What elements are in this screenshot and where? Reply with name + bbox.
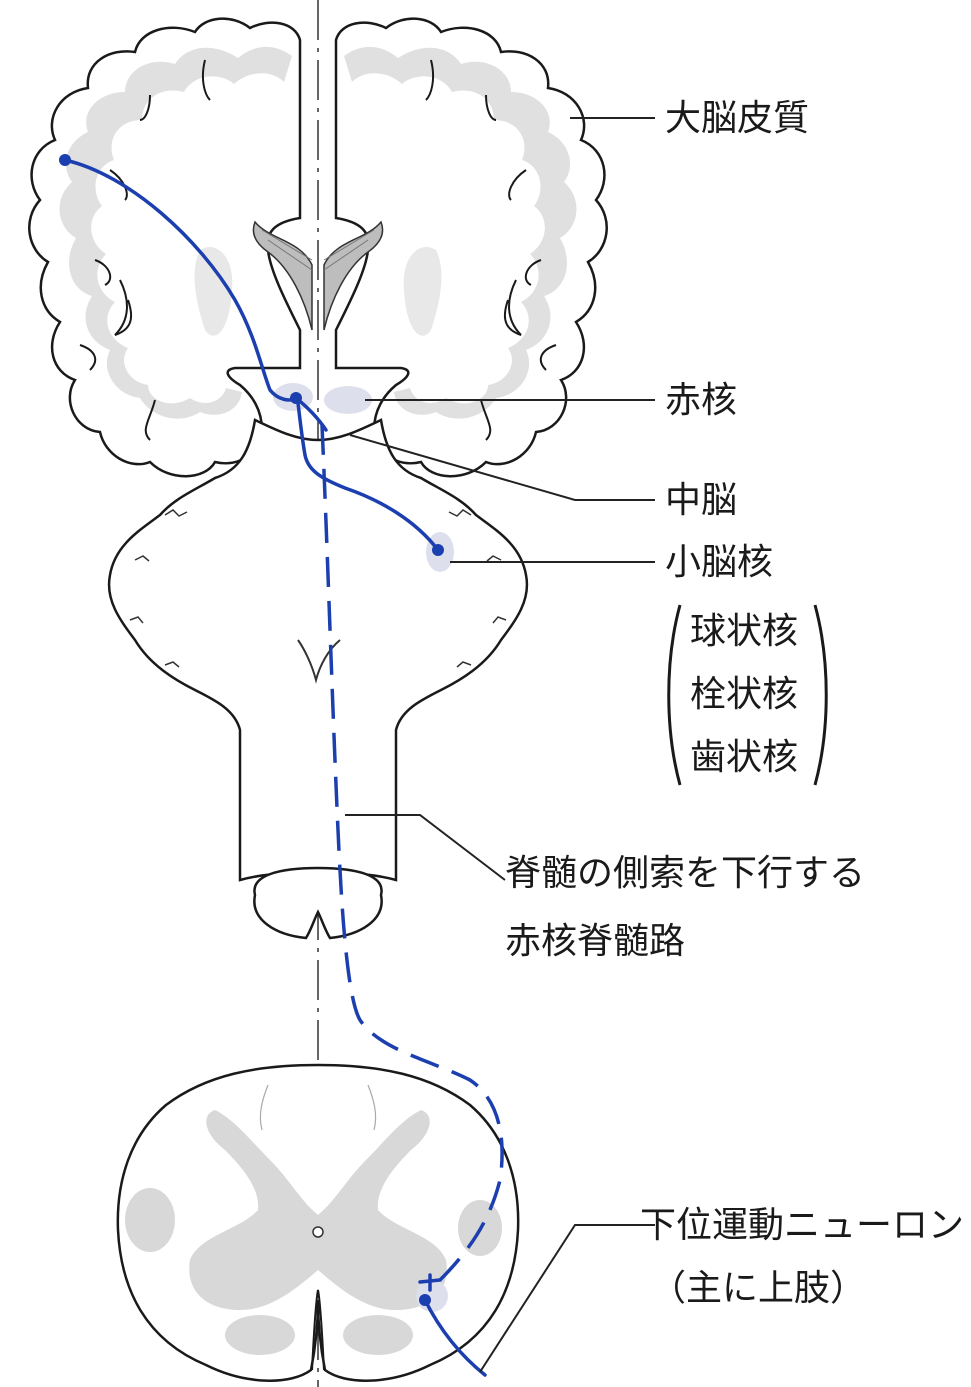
corticorubral-fiber xyxy=(63,158,298,402)
brainstem-cerebellum xyxy=(107,418,529,940)
label-cerebellar-nuclei: 小脳核 xyxy=(665,542,773,583)
spinal-lateral-gray-left xyxy=(125,1188,175,1252)
rubrospinal-tract xyxy=(320,424,504,1282)
label-dentate-nucleus: 歯状核 xyxy=(690,737,798,778)
synapse-terminal xyxy=(418,1273,442,1292)
cerebellar-neuron-dot xyxy=(432,544,444,556)
label-midbrain: 中脳 xyxy=(665,480,737,521)
label-tract-line2: 赤核脊髄路 xyxy=(505,921,685,962)
label-upper-limb-note: （主に上肢） xyxy=(650,1268,866,1309)
label-globose-nucleus: 球状核 xyxy=(690,611,798,652)
label-tract-line1: 脊髄の側索を下行する xyxy=(505,853,865,894)
red-nucleus-right xyxy=(324,386,372,414)
left-basal-gray xyxy=(194,246,233,336)
corpus-callosum xyxy=(252,220,384,331)
red-nucleus-neuron-dot xyxy=(290,392,302,404)
right-basal-gray xyxy=(403,246,442,336)
cortex-neuron-dot xyxy=(59,154,71,166)
spinal-ventral-gray-right xyxy=(343,1315,413,1355)
lower-motor-axon xyxy=(423,1298,487,1377)
ventricle-lines xyxy=(261,229,375,271)
label-cerebral-cortex: 大脳皮質 xyxy=(665,98,809,139)
cerebellum-folia-left xyxy=(129,509,188,668)
bracket-right xyxy=(813,604,828,786)
central-canal xyxy=(312,1226,324,1238)
leader-midbrain xyxy=(349,434,655,501)
leader-lower-motor-neuron xyxy=(479,1224,655,1373)
cerebellum-folia-right xyxy=(448,509,507,668)
ventral-fissure xyxy=(311,1289,325,1371)
label-lower-motor-neuron: 下位運動ニューロン xyxy=(640,1205,964,1246)
spinal-gray-matter xyxy=(189,1110,447,1310)
spinal-cord-cross-section xyxy=(116,1063,520,1382)
bracket-left xyxy=(667,604,682,786)
leader-rubrospinal xyxy=(345,814,506,881)
medulla-base xyxy=(253,866,383,940)
label-red-nucleus: 赤核 xyxy=(665,380,737,421)
right-sulci xyxy=(425,59,557,441)
dorsal-septa xyxy=(259,1084,377,1131)
spinal-ventral-gray-left xyxy=(225,1315,295,1355)
cerebellum-outline xyxy=(107,418,529,882)
cerebrum xyxy=(28,17,608,478)
motor-neuron-dot xyxy=(419,1294,431,1306)
label-emboliform-nucleus: 栓状核 xyxy=(690,674,798,715)
